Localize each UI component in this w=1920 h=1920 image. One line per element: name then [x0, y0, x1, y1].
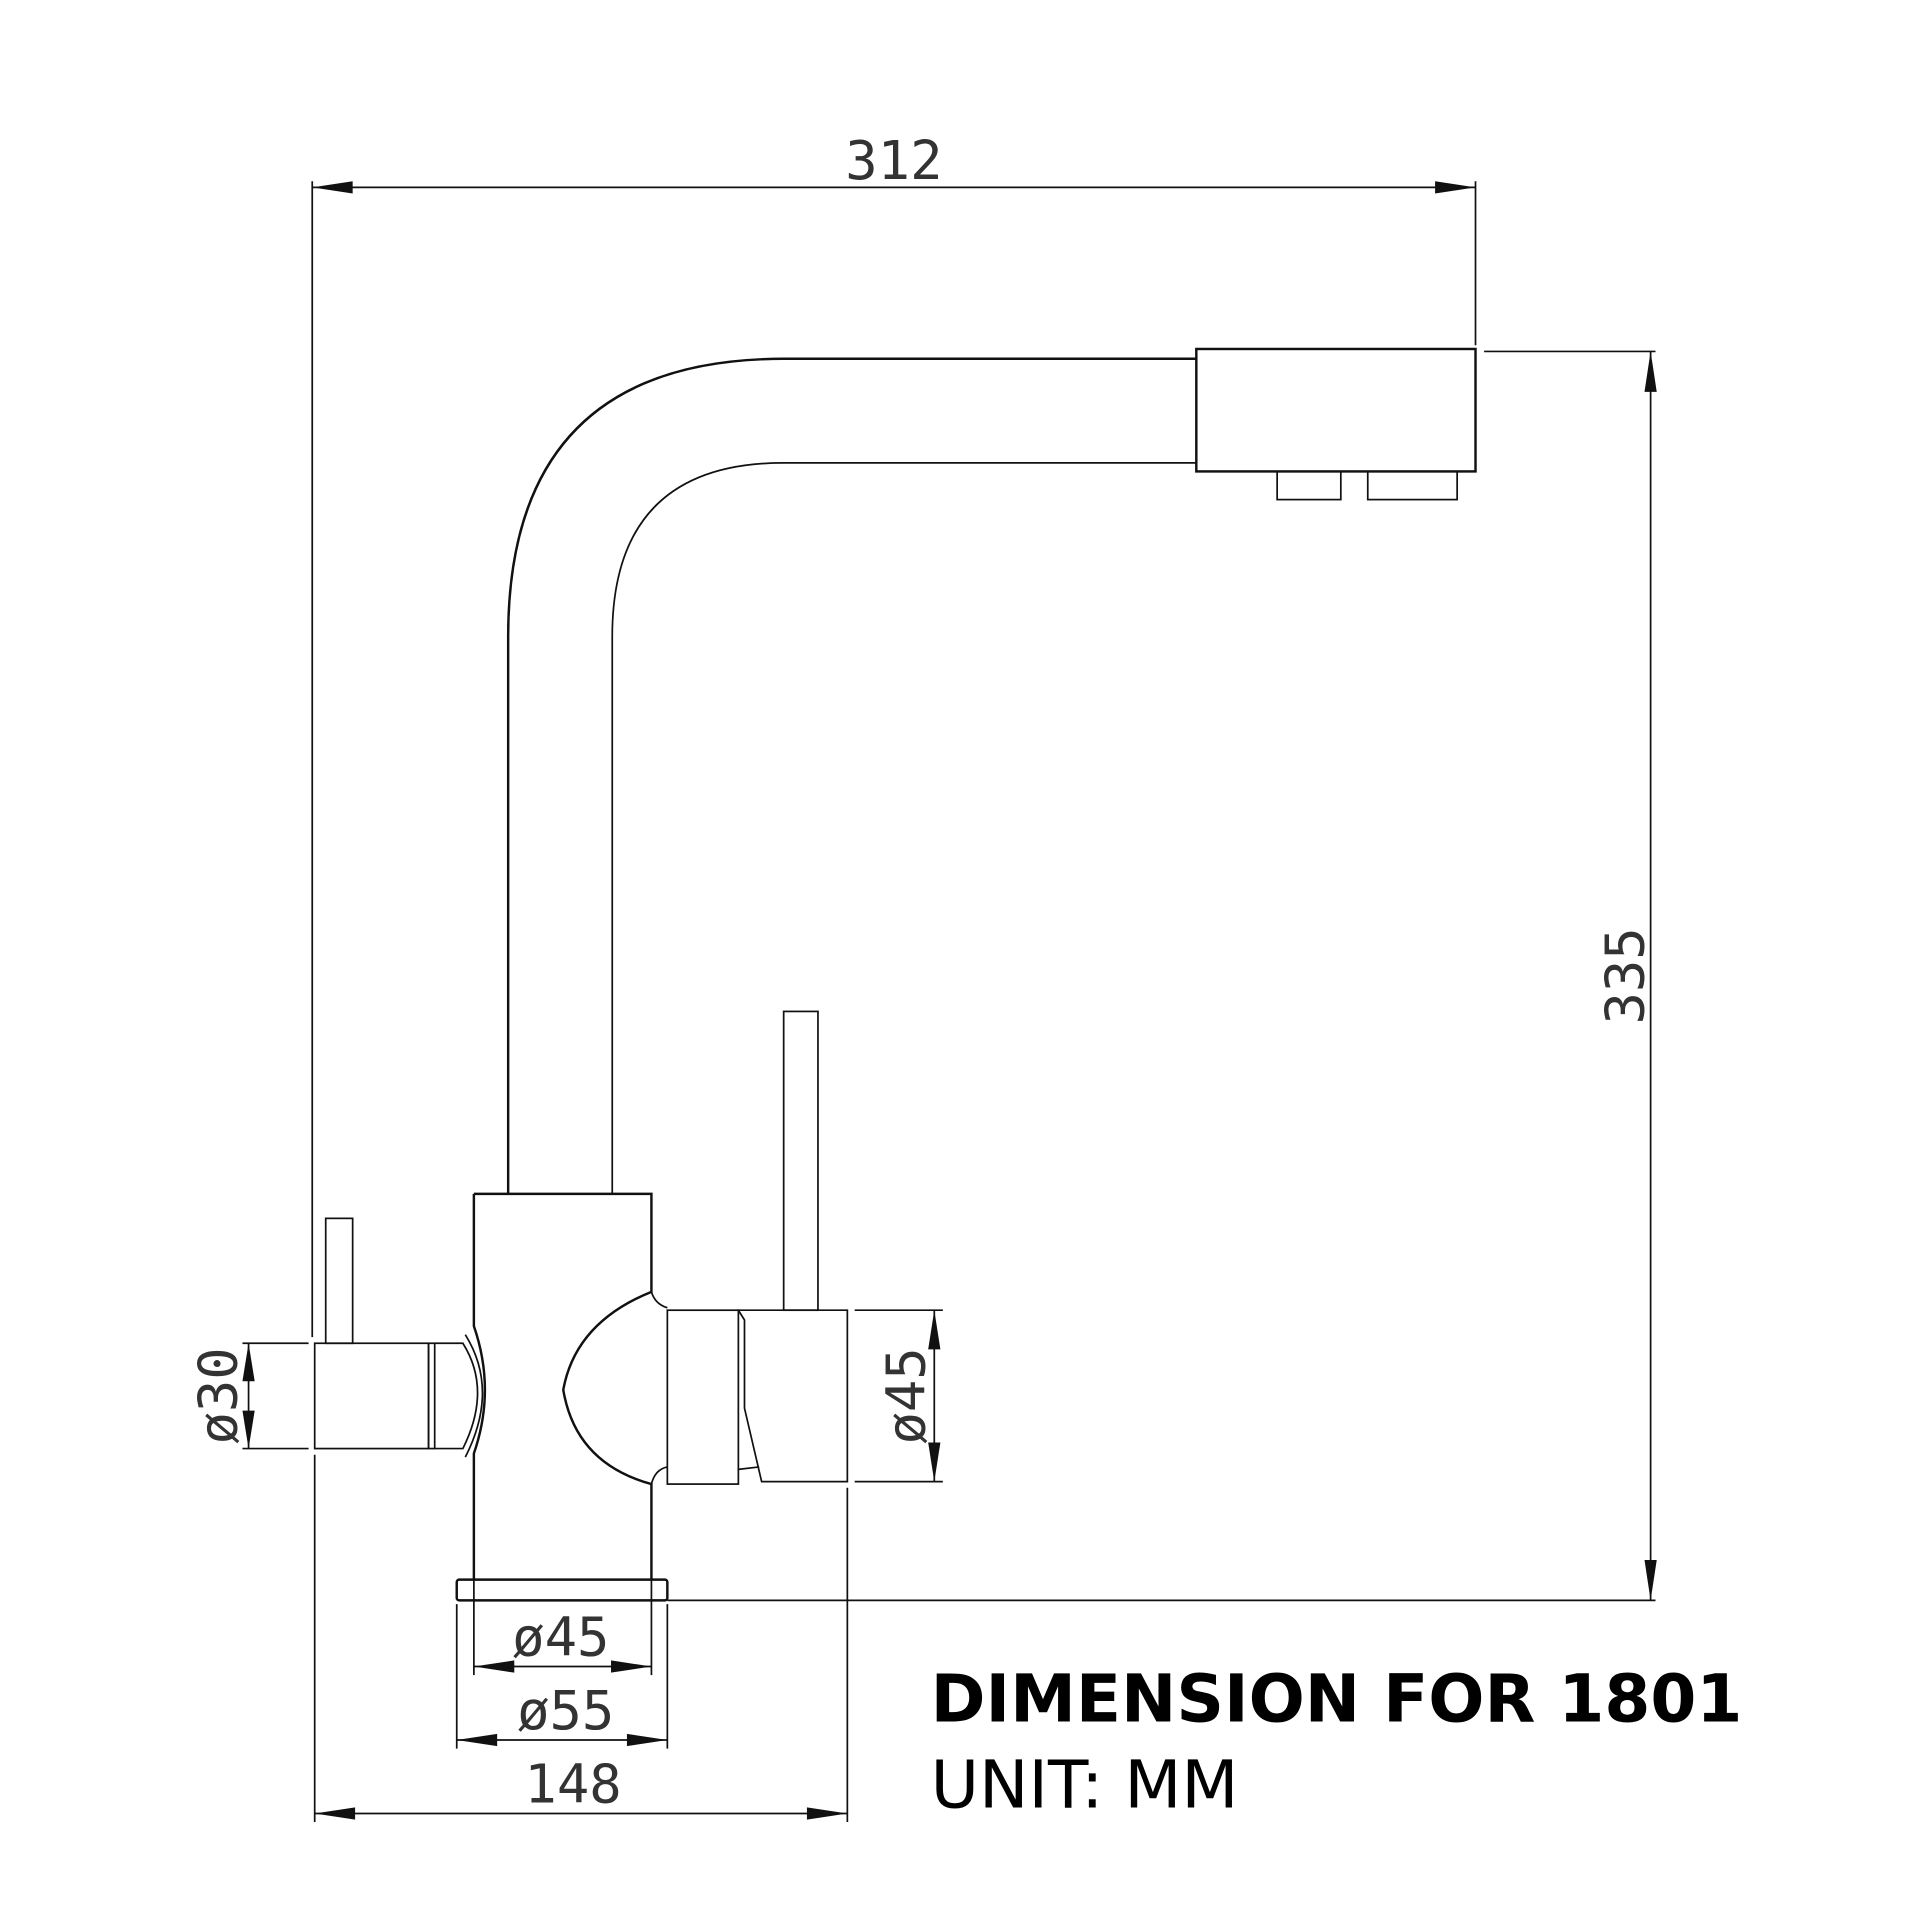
dimension-label-base: ø55 [517, 1679, 614, 1742]
outlet-nozzle [1366, 470, 1459, 501]
faucet-body [455, 1192, 669, 1602]
dimension-body: ø45 [473, 1579, 653, 1676]
dimension-left-handle: ø30 [186, 1342, 309, 1450]
spout [506, 347, 1477, 1194]
dimension-label-left-handle: ø30 [186, 1347, 249, 1444]
dimension-335: 335 [667, 350, 1657, 1602]
dimension-label-height: 335 [1593, 927, 1656, 1024]
aerator-head [1195, 347, 1477, 473]
base-plate [455, 1578, 669, 1602]
right-lever [782, 1010, 819, 1312]
dimension-label-body: ø45 [512, 1606, 609, 1669]
dimension-base: ø55 [455, 1604, 669, 1749]
dimension-label-base-width: 148 [524, 1752, 621, 1815]
dimension-148: 148 [313, 1454, 849, 1823]
outlet-nozzle [1276, 470, 1342, 501]
dimension-312: 312 [311, 129, 1477, 1338]
dimension-label-width: 312 [845, 129, 942, 192]
dimension-right-handle: ø45 [854, 1309, 943, 1483]
drawing-title: DIMENSION FOR 1801 [931, 1661, 1743, 1738]
left-handle [313, 1217, 484, 1458]
unit-label: UNIT: MM [931, 1746, 1239, 1823]
left-lever [324, 1217, 354, 1345]
dimension-label-right-handle: ø45 [874, 1347, 937, 1444]
right-handle [666, 1010, 849, 1485]
